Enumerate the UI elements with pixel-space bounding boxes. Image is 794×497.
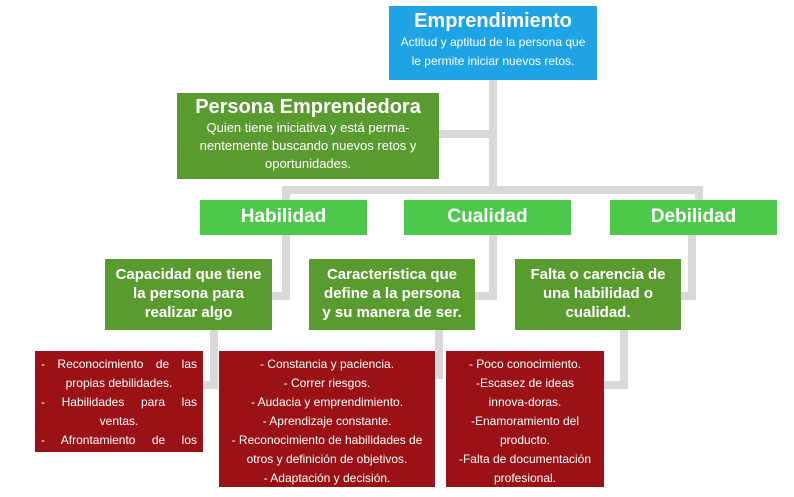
definition-cualidad: Característica que define a la persona y… [309,259,475,330]
connector-def1-to-list [210,329,218,389]
list-item: - Adaptación y decisión. [263,471,391,485]
persona-emprendedora-node: Persona Emprendedora Quien tiene iniciat… [177,93,439,179]
definition-line: define a la persona [324,285,460,302]
list-item: -Falta de documentación profesional. [458,452,592,485]
category-cualidad: Cualidad [404,200,571,235]
list-item: -Enamoramiento del producto. [470,414,580,447]
definition-line: la persona para [133,285,244,302]
persona-description-line: Quien tiene iniciativa y está perma- [206,120,410,135]
connector-def2-to-list [435,329,443,379]
connector-root-trunk [489,80,497,192]
connector-debilidad-hook [681,292,696,300]
definition-line: Falta o carencia de [530,266,666,283]
definition-line: Característica que [326,266,458,283]
connector-horizontal-bar [282,186,703,194]
root-title: Emprendimiento [414,10,572,32]
list-item: - Afrontamiento de los problemas. [41,433,197,466]
persona-description-line: oportunidades. [264,156,351,171]
category-habilidad: Habilidad [200,200,367,235]
connector-def3-to-list [620,329,628,389]
list-item: - Reconocimiento de las propias debilida… [41,357,197,390]
connector-habilidad-hook [272,292,290,300]
persona-title: Persona Emprendedora [195,96,421,118]
list-debilidad: - Poco conocimiento. -Escasez de ideas i… [446,351,604,487]
definition-line: cualidad. [565,304,631,321]
connector-cualidad-down [489,234,497,300]
category-debilidad: Debilidad [610,200,777,235]
connector-persona [438,130,493,138]
connector-cualidad-hook [475,292,497,300]
root-description-line: le permite iniciar nuevos retos. [411,54,575,68]
definition-debilidad: Falta o carencia de una habilidad o cual… [515,259,681,330]
list-item: - Correr riesgos. [283,376,371,390]
definition-line: y su manera de ser. [322,304,462,321]
list-item: - Poco conocimiento. [468,357,582,371]
definition-line: realizar algo [144,304,233,321]
root-description-line: Actitud y aptitud de la persona que [400,35,586,49]
persona-description-line: nentemente buscando nuevos retos y [199,138,417,153]
list-item: - Audacia y emprendimiento. [250,395,404,409]
definition-line: una habilidad o [542,285,653,302]
list-habilidad: - Reconocimiento de las propias debilida… [35,351,203,466]
list-item: -Escasez de ideas innova-doras. [475,376,575,409]
connector-to-habilidad [282,186,290,202]
connector-debilidad-down [688,234,696,300]
connector-habilidad-down [282,234,290,298]
list-cualidad: - Constancia y paciencia. - Correr riesg… [219,351,435,487]
list-item: - Constancia y paciencia. [259,357,395,371]
definition-line: Capacidad que tiene [115,266,262,283]
connector-list1-hook [202,381,218,389]
connector-to-debilidad [695,186,703,202]
root-node-emprendimiento: Emprendimiento Actitud y aptitud de la p… [389,6,597,80]
connector-list3-hook [604,381,628,389]
list-item: - Aprendizaje constante. [262,414,392,428]
list-item: - Reconocimiento de habilidades de otros… [231,433,423,466]
definition-habilidad: Capacidad que tiene la persona para real… [105,259,272,330]
list-item: - Habilidades para las ventas. [41,395,197,428]
